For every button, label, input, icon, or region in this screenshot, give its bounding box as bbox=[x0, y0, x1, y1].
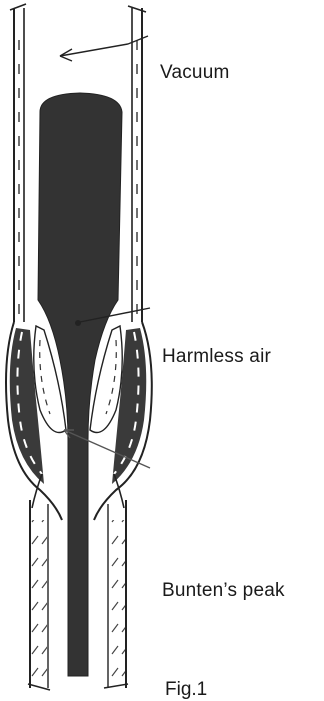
figure-caption: Fig.1 bbox=[165, 679, 207, 701]
label-buntens-peak: Bunten’s peak bbox=[162, 580, 285, 602]
vacuum-leader bbox=[60, 36, 148, 61]
label-harmless-air: Harmless air bbox=[162, 346, 271, 368]
label-vacuum: Vacuum bbox=[160, 62, 230, 84]
